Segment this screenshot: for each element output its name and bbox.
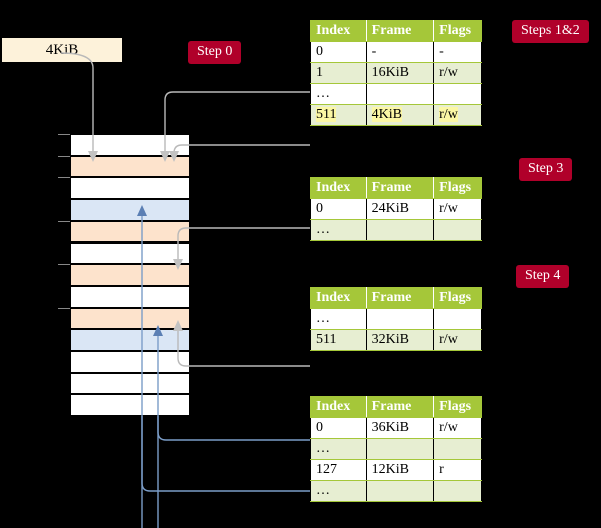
wire-memory-to-l1-row0 xyxy=(157,416,310,441)
cell-flags xyxy=(433,480,482,502)
memory-frame-tick xyxy=(58,134,70,135)
cell-flags: r/w xyxy=(433,329,482,351)
memory-frame-row xyxy=(70,134,190,156)
memory-frame-tick xyxy=(58,307,70,309)
cell-frame: 12KiB xyxy=(365,459,435,481)
table-row: … xyxy=(310,308,482,330)
cell-index: … xyxy=(310,219,367,241)
table-row: 511 4KiB r/w xyxy=(310,104,482,126)
table-row: … xyxy=(310,438,482,460)
cell-index: … xyxy=(310,438,367,460)
memory-frame-row xyxy=(70,394,190,417)
cell-frame xyxy=(365,308,435,330)
highlighted-value: 4KiB xyxy=(371,107,403,122)
cell-frame: 4KiB xyxy=(365,104,435,126)
column-header-frame: Frame xyxy=(365,177,435,199)
memory-frame-row xyxy=(70,285,190,308)
cell-frame: 16KiB xyxy=(365,62,435,84)
cell-index: 0 xyxy=(310,41,367,63)
cell-index: … xyxy=(310,308,367,330)
cell-index: 511 xyxy=(310,104,367,126)
column-header-index: Index xyxy=(310,20,367,42)
step-badge-step-4: Step 4 xyxy=(516,265,570,288)
memory-frame-tick xyxy=(58,264,70,266)
physical-memory-column xyxy=(70,134,190,417)
column-header-flags: Flags xyxy=(433,287,482,309)
cell-flags: r xyxy=(433,459,482,481)
wire-l4-4kib-to-memory xyxy=(173,144,310,154)
step-badge-steps-1-2: Steps 1&2 xyxy=(512,20,589,43)
step-badge-step-3: Step 3 xyxy=(519,158,573,181)
cell-flags xyxy=(433,83,482,105)
column-header-frame: Frame xyxy=(365,396,435,418)
memory-frame-row xyxy=(70,177,190,200)
cell-index: … xyxy=(310,83,367,105)
wire-memory-to-l1-row127 xyxy=(141,416,310,492)
cell-index: 1 xyxy=(310,62,367,84)
wire-l3-24kib-to-memory xyxy=(177,227,310,260)
cell-index: … xyxy=(310,480,367,502)
memory-frame-row xyxy=(70,329,190,351)
cell-frame: 32KiB xyxy=(365,329,435,351)
memory-frame-row xyxy=(70,372,190,395)
table-row: … xyxy=(310,219,482,241)
cell-flags xyxy=(433,438,482,460)
column-header-flags: Flags xyxy=(433,177,482,199)
column-header-frame: Frame xyxy=(365,287,435,309)
cell-frame: 36KiB xyxy=(365,417,435,439)
cell-flags: r/w xyxy=(433,104,482,126)
cell-index: 127 xyxy=(310,459,367,481)
cell-flags: r/w xyxy=(433,198,482,220)
column-header-flags: Flags xyxy=(433,396,482,418)
memory-frame-row xyxy=(70,155,190,178)
table-row: 0-- xyxy=(310,41,482,63)
step-badge-step-0: Step 0 xyxy=(188,41,242,64)
memory-frame-row xyxy=(70,264,190,286)
cell-flags xyxy=(433,219,482,241)
highlighted-value: 511 xyxy=(316,107,337,122)
memory-frame-tick xyxy=(58,177,70,179)
cell-flags: r/w xyxy=(433,62,482,84)
cell-flags: r/w xyxy=(433,417,482,439)
column-header-index: Index xyxy=(310,177,367,199)
memory-frame-row xyxy=(70,199,190,221)
memory-frame-row xyxy=(70,242,190,265)
table-row: … xyxy=(310,83,482,105)
memory-frame-tick xyxy=(58,155,70,157)
cell-index: 511 xyxy=(310,329,367,351)
vaddr-4kib-label: 4KiB xyxy=(2,38,122,62)
cell-frame xyxy=(365,480,435,502)
column-header-flags: Flags xyxy=(433,20,482,42)
cell-frame: 24KiB xyxy=(365,198,435,220)
memory-frame-row xyxy=(70,351,190,373)
memory-frame-row xyxy=(70,220,190,243)
column-header-frame: Frame xyxy=(365,20,435,42)
cell-flags xyxy=(433,308,482,330)
memory-frame-tick xyxy=(58,220,70,222)
table-row: … xyxy=(310,480,482,502)
cell-frame: - xyxy=(365,41,435,63)
highlighted-value: r/w xyxy=(439,107,458,122)
column-header-index: Index xyxy=(310,396,367,418)
wire-l2-32kib-to-memory xyxy=(177,330,310,367)
cell-frame xyxy=(365,83,435,105)
cell-index: 0 xyxy=(310,198,367,220)
cell-flags: - xyxy=(433,41,482,63)
cell-frame xyxy=(365,219,435,241)
memory-frame-row xyxy=(70,307,190,330)
cell-frame xyxy=(365,438,435,460)
column-header-index: Index xyxy=(310,287,367,309)
cell-index: 0 xyxy=(310,417,367,439)
